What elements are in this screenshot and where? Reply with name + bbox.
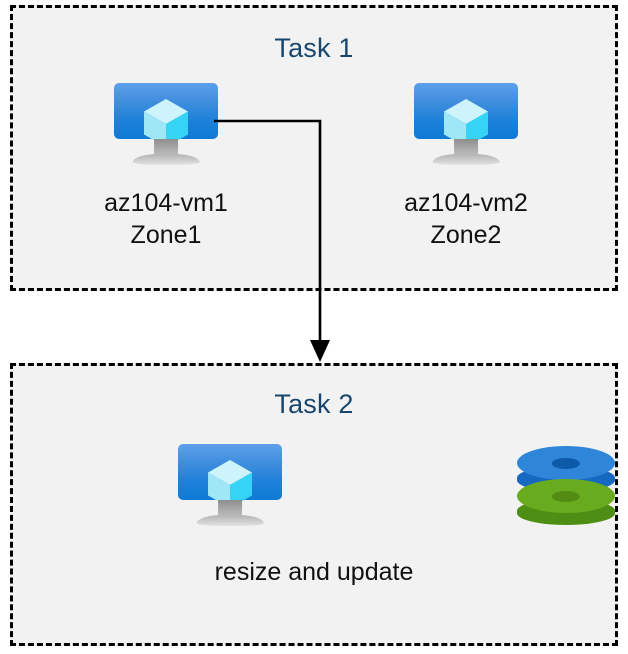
task-2-icon-row xyxy=(13,444,615,528)
vm-stand-base xyxy=(196,515,264,526)
vm-stand-neck xyxy=(154,139,178,156)
vm-cube-glyph xyxy=(443,98,489,148)
node-az104-vm2[interactable]: az104-vm2 Zone2 xyxy=(351,83,581,251)
node-az104-vm1[interactable]: az104-vm1 Zone1 xyxy=(51,83,281,251)
vm-cube-glyph xyxy=(143,98,189,148)
task-2-caption: resize and update xyxy=(214,558,414,586)
disk-blue-hole xyxy=(551,457,581,469)
vm-stand-neck xyxy=(218,500,242,517)
task-1-title: Task 1 xyxy=(274,33,354,63)
node-caption: az104-vm2 Zone2 xyxy=(404,189,528,249)
disks-icon[interactable] xyxy=(517,446,615,528)
vm-cube-glyph xyxy=(207,459,253,509)
task-1-container: Task 1 az104-vm1 Zone1 xyxy=(10,5,618,291)
down-arrow-icon xyxy=(310,340,330,362)
vm-stand-base xyxy=(132,154,200,165)
vm-stand-neck xyxy=(454,139,478,156)
node-caption: az104-vm1 Zone1 xyxy=(104,189,228,249)
virtual-machine-icon xyxy=(414,83,518,165)
virtual-machine-icon[interactable] xyxy=(178,444,282,526)
vm-stand-base xyxy=(432,154,500,165)
task-2-title: Task 2 xyxy=(274,389,354,419)
disk-green xyxy=(517,479,615,525)
task-2-container: Task 2 xyxy=(10,363,618,646)
disk-green-hole xyxy=(551,490,581,502)
virtual-machine-icon xyxy=(114,83,218,165)
